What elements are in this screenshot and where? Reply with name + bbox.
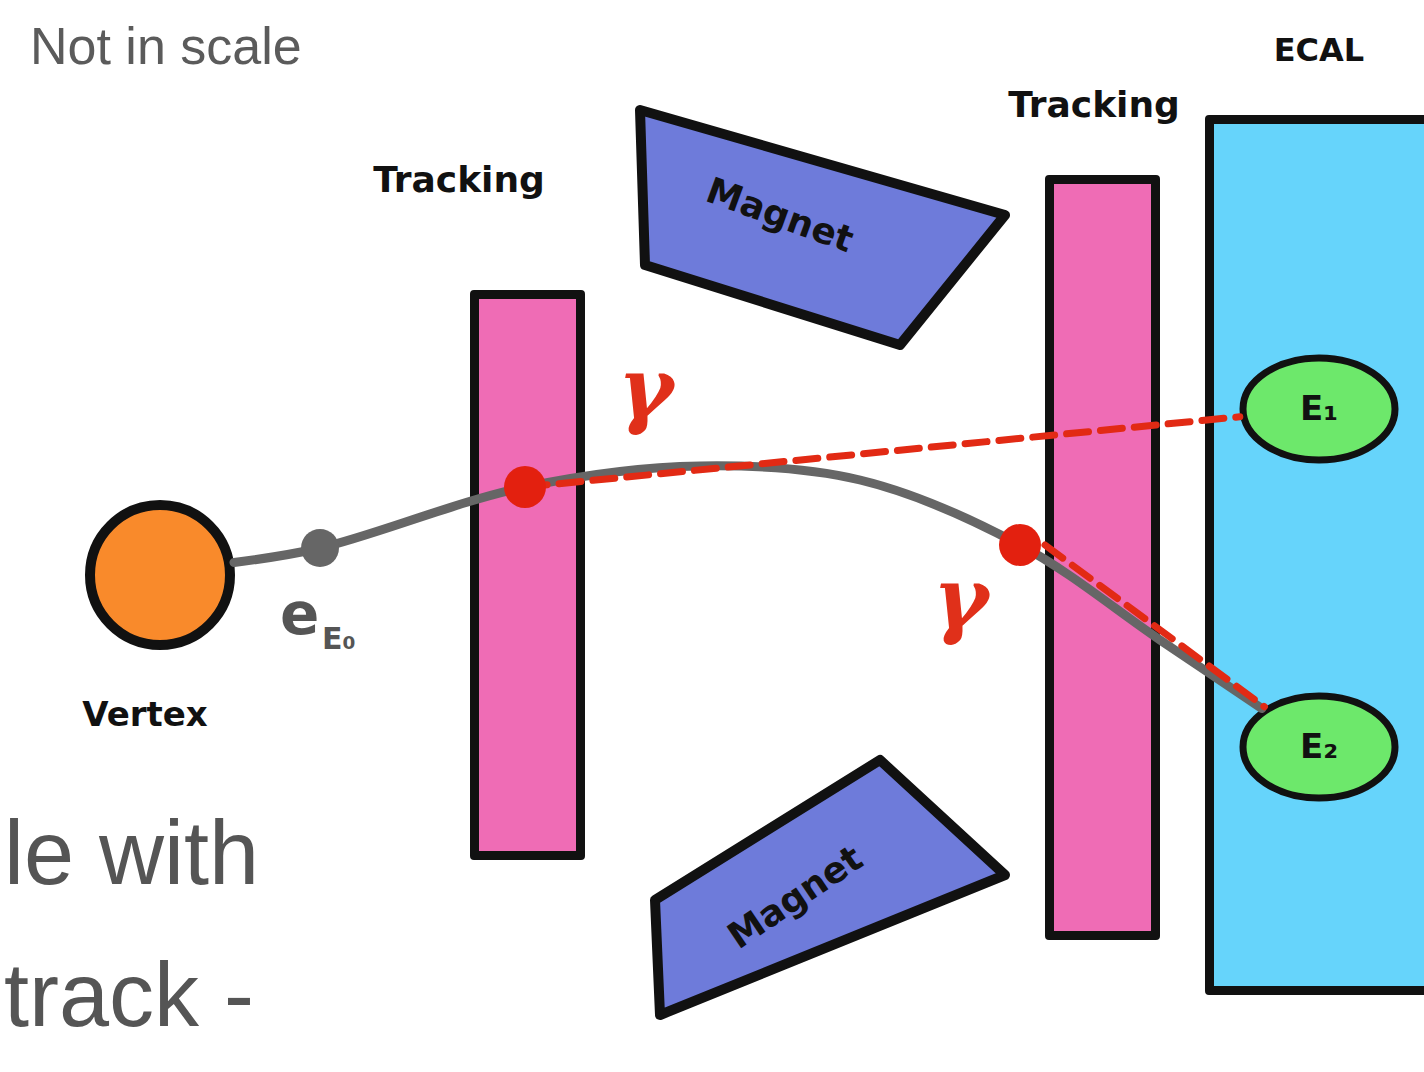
vertex-label: Vertex [82,695,208,734]
label-holder: γ [933,556,988,640]
cluster-ellipse [1243,358,1395,460]
magnet-shape [655,760,1005,1015]
hit-dot [301,529,339,567]
label-holder: E₁ [1300,389,1338,428]
note: Not in scale [30,20,302,72]
tracking-layer: Tracking [470,290,585,860]
tracking-layer-label: Tracking [373,159,545,200]
hit-dot [999,524,1041,566]
ecal-label: ECAL [1274,32,1365,69]
label-holder: e [280,585,319,643]
energy-cluster-label: E₁ [1300,389,1338,428]
label-holder: ECAL [1274,32,1365,69]
photon-label: γ [618,346,673,430]
vertex-circle [90,505,230,645]
vertex: Vertex [85,500,235,650]
photon-label: γ [933,556,988,640]
particle-label: e [280,585,319,643]
hit-dot [504,466,546,508]
slide-text: track - [4,950,254,1040]
energy-cluster-label: E₂ [1300,727,1338,766]
label-holder: Tracking [1008,84,1180,125]
label-holder: Tracking [373,159,545,200]
label-holder: Not in scale [30,20,302,72]
tracking-layer-label: Tracking [1008,84,1180,125]
label-holder: γ [618,346,673,430]
magnet-shape [640,110,1005,345]
photon-path [1045,545,1264,707]
energy-cluster: E₁ [1239,354,1399,464]
label-holder: track - [4,950,254,1040]
ecal: ECALE₁E₂ [1205,115,1424,995]
slide-text: le with [4,808,259,898]
cluster-ellipse [1243,696,1395,798]
magnet: Magnet [635,105,1010,350]
energy-subscript: E₀ [322,624,356,654]
vertex-outline [85,500,235,650]
magnet: Magnet [645,752,1010,1022]
label-holder: le with [4,808,259,898]
label-holder: E₂ [1300,727,1338,766]
label-holder: E₀ [322,624,356,654]
label-holder: Vertex [82,695,208,734]
